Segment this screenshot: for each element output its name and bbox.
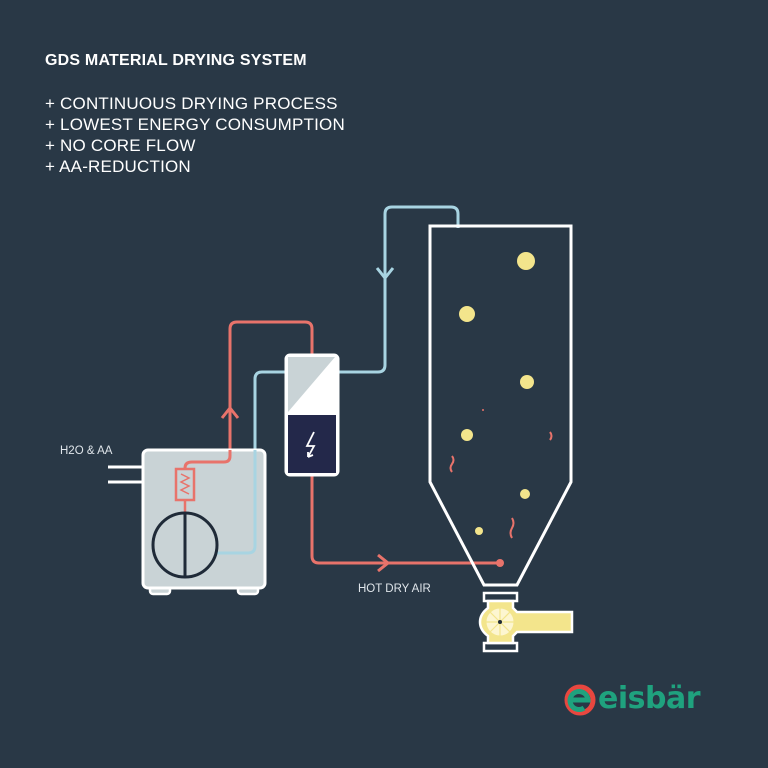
page-title: GDS MATERIAL DRYING SYSTEM: [45, 52, 307, 69]
eisbaer-logo-mark: [564, 684, 596, 716]
rotary-valve: [478, 591, 574, 653]
feature-item: + CONTINUOUS DRYING PROCESS: [45, 94, 338, 113]
heat-exchanger: [284, 353, 340, 477]
arrow-down-icon: [375, 267, 395, 281]
arrow-up-icon: [220, 405, 240, 419]
hot-air-label: HOT DRY AIR: [358, 583, 431, 595]
dryer-unit: [141, 448, 267, 596]
arrow-right-icon: [377, 553, 391, 573]
inlet-dot: [496, 559, 504, 567]
feature-item: + AA-REDUCTION: [45, 157, 191, 176]
hot-air-line: [310, 475, 500, 565]
return-air-line: [338, 205, 460, 374]
feature-item: + LOWEST ENERGY CONSUMPTION: [45, 115, 345, 134]
feature-item: + NO CORE FLOW: [45, 136, 196, 155]
lightning-icon: [305, 431, 316, 458]
drying-hopper: [428, 224, 573, 587]
eisbaer-logo-text: eisbär: [598, 681, 701, 716]
exhaust-label: H2O & AA: [60, 445, 113, 457]
